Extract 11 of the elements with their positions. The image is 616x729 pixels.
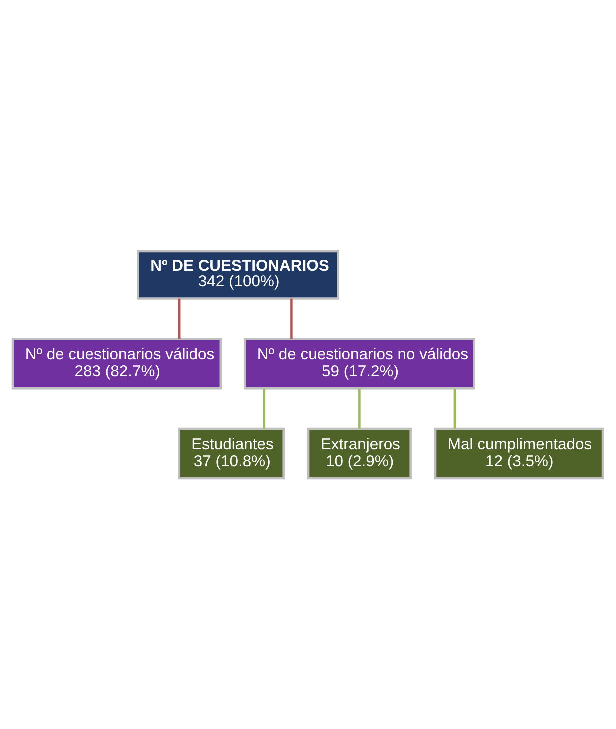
node-box: Mal cumplimentados 12 (3.5%)	[434, 427, 604, 480]
node-box: Nº de cuestionarios válidos 283 (82.7%)	[12, 338, 222, 390]
connector	[263, 388, 266, 428]
connector	[358, 388, 361, 428]
connector	[454, 388, 456, 428]
node-box: Nº de cuestionarios no válidos 59 (17.2%)	[244, 338, 476, 390]
connector	[178, 298, 181, 339]
connector	[290, 298, 293, 339]
node-box: Estudiantes 37 (10.8%)	[178, 427, 285, 480]
node-box: Nº DE CUESTIONARIOS 342 (100%)	[137, 250, 340, 300]
node-box: Extranjeros 10 (2.9%)	[307, 427, 412, 480]
